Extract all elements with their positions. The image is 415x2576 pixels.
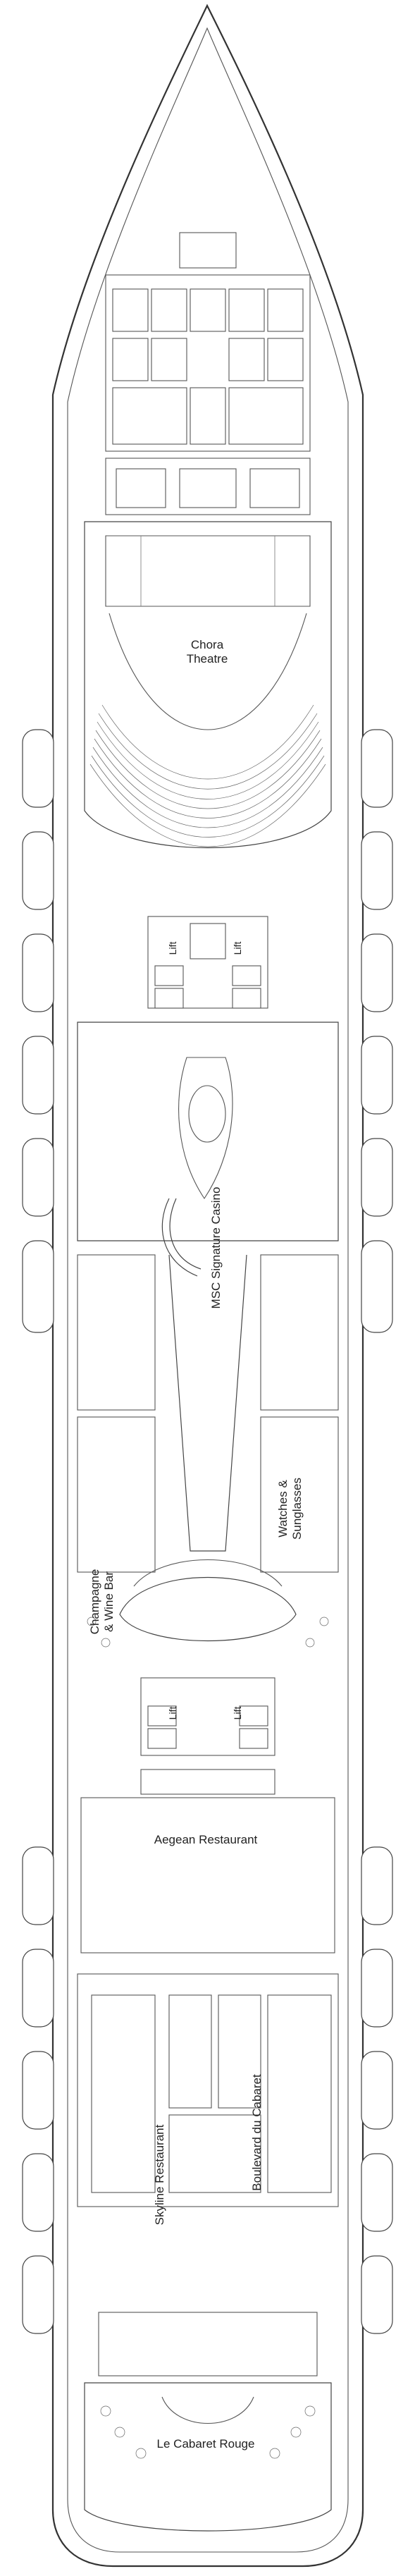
skyline-restaurant-label: Skyline Restaurant — [153, 2124, 166, 2225]
le-cabaret-rouge-label: Le Cabaret Rouge — [157, 2437, 255, 2451]
hull-inner-line — [67, 27, 349, 2553]
champagne-wine-bar-label-line2: & Wine Bar — [102, 1571, 116, 1632]
lift-label-forward-right: Lift — [232, 942, 243, 955]
forward-lift-lobby — [147, 916, 268, 1009]
cabaret-rouge-area — [84, 2312, 332, 2532]
aegean-restaurant-area — [80, 1769, 335, 1954]
chora-theatre — [84, 521, 332, 848]
watches-sunglasses-label-line2: Sunglasses — [290, 1478, 304, 1540]
casino-area — [77, 1022, 339, 1277]
lifeboats-starboard — [361, 729, 393, 2334]
champagne-wine-bar-label-line1: Champagne — [88, 1569, 101, 1635]
lifeboats-port — [22, 729, 54, 2334]
boulevard-du-cabaret-label: Boulevard du Cabaret — [250, 2074, 264, 2191]
lift-label-mid-right: Lift — [232, 1707, 243, 1720]
aegean-restaurant-label: Aegean Restaurant — [154, 1833, 258, 1846]
bow-rooms — [105, 232, 311, 515]
msc-signature-casino-label: MSC Signature Casino — [209, 1187, 223, 1309]
lift-label-forward-left: Lift — [167, 942, 178, 955]
watches-sunglasses-label-line1: Watches & — [276, 1480, 290, 1538]
atrium — [87, 1559, 329, 1648]
mid-rooms — [77, 1254, 339, 1573]
aft-rooms — [77, 1973, 339, 2207]
mid-lift-lobby — [140, 1677, 275, 1756]
chora-theatre-label-line1: Chora — [191, 638, 224, 651]
chora-theatre-label-line2: Theatre — [187, 652, 228, 666]
lift-label-mid-left: Lift — [167, 1707, 178, 1720]
